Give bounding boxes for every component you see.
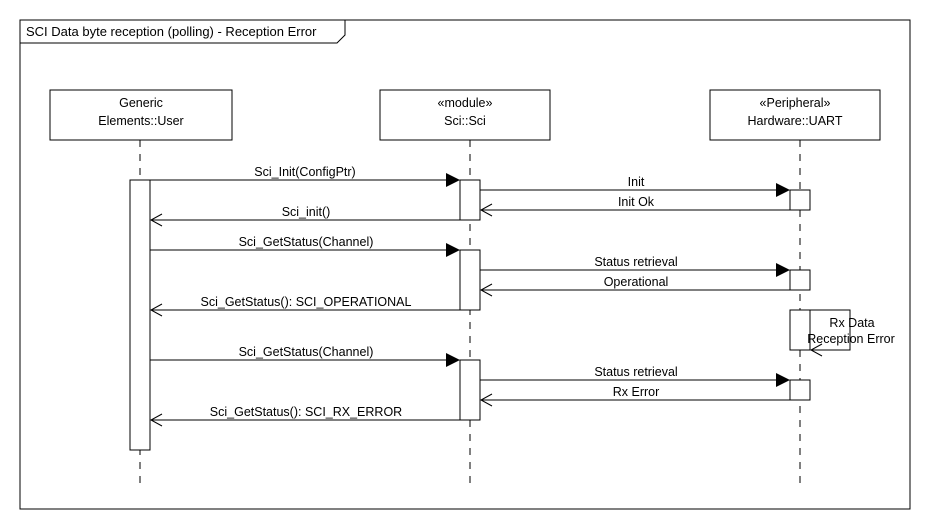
message-init-call: Sci_Init(ConfigPtr) [150, 165, 460, 187]
arrowhead-filled [776, 373, 790, 387]
message-label: Init Ok [618, 195, 655, 209]
arrowhead-open [479, 203, 493, 217]
message-label: Sci_Init(ConfigPtr) [254, 165, 355, 179]
arrowhead-filled [446, 173, 460, 187]
activation-user [129, 179, 151, 451]
message-label: Operational [604, 275, 669, 289]
message-status-retrieval-2: Status retrieval [480, 365, 790, 387]
activation-uart-4 [789, 379, 811, 401]
lifeline-sci-label-2: Sci::Sci [444, 114, 486, 128]
activation-sci-3 [459, 359, 481, 421]
lifeline-uart-head [709, 89, 881, 141]
arrowhead-open [149, 213, 163, 227]
message-rx-error: Rx Error [479, 385, 790, 407]
message-init-ok: Init Ok [479, 195, 790, 217]
arrowhead-open [809, 343, 823, 357]
arrowhead-filled [446, 243, 460, 257]
activation-uart-2 [789, 269, 811, 291]
message-self-reception-error: Rx Data Reception Error [807, 309, 895, 357]
message-operational: Operational [479, 275, 790, 297]
arrowhead-open [149, 413, 163, 427]
diagram-frame [19, 19, 911, 510]
message-label: Sci_init() [282, 205, 331, 219]
arrowhead-filled [776, 263, 790, 277]
lifeline-user-head [49, 89, 233, 141]
activation-uart-3 [789, 309, 811, 351]
message-status-retrieval-1: Status retrieval [480, 255, 790, 277]
message-label-line-1: Rx Data [829, 316, 874, 330]
message-getstatus-call-1: Sci_GetStatus(Channel) [150, 235, 460, 257]
activation-uart-1 [789, 189, 811, 211]
lifeline-uart-label-2: Hardware::UART [748, 114, 843, 128]
activation-sci-2 [459, 249, 481, 311]
message-label: Sci_GetStatus(): SCI_RX_ERROR [210, 405, 402, 419]
arrowhead-filled [776, 183, 790, 197]
lifeline-sci: «module» Sci::Sci [379, 89, 551, 490]
message-label: Sci_GetStatus(Channel) [239, 345, 374, 359]
frame-title: SCI Data byte reception (polling) - Rece… [26, 24, 317, 39]
lifeline-user-label-2: Elements::User [98, 114, 183, 128]
arrowhead-open [479, 393, 493, 407]
arrowhead-open [479, 283, 493, 297]
lifeline-uart-label-1: «Peripheral» [760, 96, 831, 110]
activation-sci-1 [459, 179, 481, 221]
frame-title-tab [19, 20, 346, 44]
message-label: Status retrieval [594, 365, 677, 379]
message-label: Init [628, 175, 645, 189]
message-init-return: Sci_init() [149, 205, 460, 227]
arrowhead-filled [446, 353, 460, 367]
message-init-hw: Init [480, 175, 790, 197]
message-getstatus-return-2: Sci_GetStatus(): SCI_RX_ERROR [149, 405, 460, 427]
message-label: Sci_GetStatus(): SCI_OPERATIONAL [201, 295, 412, 309]
lifeline-sci-label-1: «module» [438, 96, 493, 110]
message-label-line-2: Reception Error [807, 332, 895, 346]
message-label: Sci_GetStatus(Channel) [239, 235, 374, 249]
arrowhead-open [149, 303, 163, 317]
message-getstatus-call-2: Sci_GetStatus(Channel) [150, 345, 460, 367]
message-label: Rx Error [613, 385, 660, 399]
lifeline-sci-head [379, 89, 551, 141]
message-label: Status retrieval [594, 255, 677, 269]
lifeline-user-label-1: Generic [119, 96, 163, 110]
message-getstatus-return-1: Sci_GetStatus(): SCI_OPERATIONAL [149, 295, 460, 317]
lifeline-uart: «Peripheral» Hardware::UART [709, 89, 881, 490]
